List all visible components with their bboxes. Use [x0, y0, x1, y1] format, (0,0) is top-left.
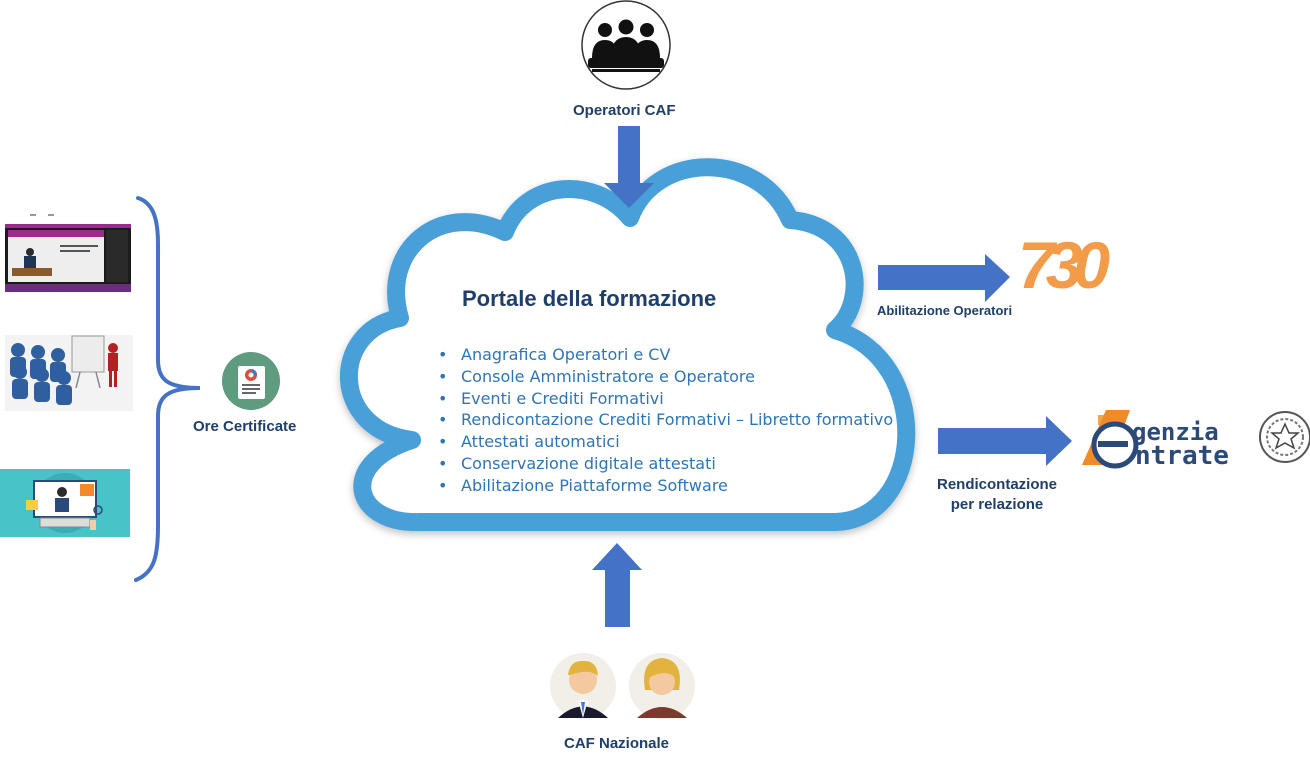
- arrow-right-to-730: [878, 254, 1010, 302]
- operatori-caf-label: Operatori CAF: [573, 102, 676, 119]
- rendicontazione-line2: per relazione: [950, 496, 1044, 513]
- portal-feature-item: Rendicontazione Crediti Formativi – Libr…: [438, 409, 893, 431]
- ore-certificate-label: Ore Certificate: [193, 418, 297, 435]
- portal-feature-item: Console Amministratore e Operatore: [438, 366, 893, 388]
- agenzia-word: genzia: [1132, 418, 1219, 446]
- portal-feature-item: Conservazione digitale attestati: [438, 453, 893, 475]
- portal-feature-item: Attestati automatici: [438, 431, 893, 453]
- portal-feature-item: Abilitazione Piattaforme Software: [438, 475, 893, 497]
- portal-feature-item: Anagrafica Operatori e CV: [438, 344, 893, 366]
- caf-nazionale-label: CAF Nazionale: [564, 735, 670, 752]
- portal-feature-list: Anagrafica Operatori e CV Console Ammini…: [438, 344, 893, 497]
- arrow-down-from-operatori: [604, 126, 654, 208]
- italian-republic-emblem-icon: [1259, 411, 1310, 463]
- rendicontazione-label: Rendicontazione per relazione: [929, 475, 1065, 515]
- group-of-people-icon: [581, 0, 671, 90]
- rendicontazione-line1: Rendicontazione: [936, 476, 1057, 493]
- arrow-right-to-agenzia: [938, 416, 1072, 466]
- man-avatar-icon: [550, 653, 616, 719]
- arrow-up-from-caf: [592, 543, 642, 627]
- portal-title: Portale della formazione: [462, 286, 717, 311]
- e-learning-thumbnail: [0, 469, 130, 537]
- portal-feature-item: Eventi e Crediti Formativi: [438, 388, 893, 410]
- abilitazione-operatori-label: Abilitazione Operatori: [877, 303, 1013, 318]
- certificate-document-icon: [222, 352, 280, 410]
- curly-brace: [134, 196, 201, 582]
- 730-logo: 730: [1018, 228, 1110, 302]
- webinar-screenshot-thumbnail: [5, 213, 131, 292]
- agenzia-entrate-logo: [1082, 410, 1139, 469]
- classroom-training-thumbnail: [5, 335, 133, 411]
- woman-avatar-icon: [629, 653, 695, 719]
- entrate-word: ntrate: [1135, 441, 1229, 471]
